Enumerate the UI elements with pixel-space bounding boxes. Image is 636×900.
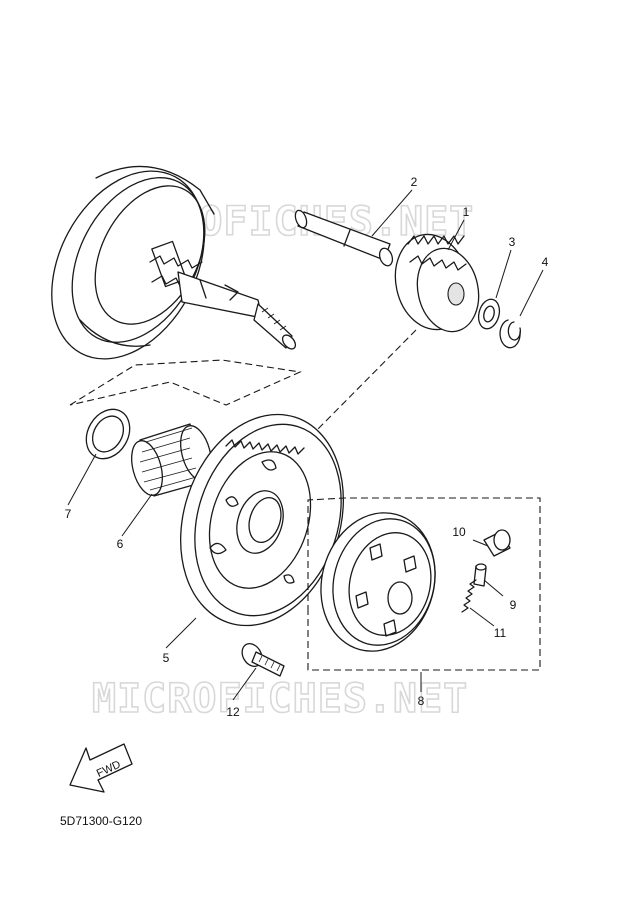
callout-12: 12: [226, 705, 240, 719]
part-2-shaft: [294, 209, 394, 267]
part-11-spring: [461, 579, 477, 613]
part-12-bolt: [241, 643, 285, 677]
part-7-washer: [85, 408, 131, 460]
part-8-clutch-assembly: [320, 512, 436, 652]
part-10-roller: [483, 529, 511, 557]
callout-10: 10: [452, 525, 466, 539]
callout-11: 11: [494, 626, 507, 640]
part-5-starter-gear: [180, 413, 344, 627]
callout-5: 5: [163, 651, 170, 665]
fwd-arrow-icon: FWD: [69, 743, 133, 793]
callout-6: 6: [117, 537, 124, 551]
callout-2: 2: [411, 175, 418, 189]
callout-8: 8: [418, 694, 425, 708]
part-4-circlip: [499, 319, 521, 349]
callout-3: 3: [509, 235, 516, 249]
dashed-link-gear: [314, 329, 417, 433]
rotor-assembly: [51, 165, 297, 360]
callout-4: 4: [542, 255, 549, 269]
callout-9: 9: [510, 598, 517, 612]
callout-7: 7: [65, 507, 72, 521]
part-3-washer: [477, 298, 501, 330]
watermark-bottom: MICROFICHES.NET: [92, 676, 468, 722]
part-9-spring-cap: [473, 563, 487, 587]
diagram-code: 5D71300-G120: [60, 814, 143, 828]
dashed-outline-rotor: [69, 359, 302, 406]
part-8-group-outline: [307, 497, 541, 671]
part-1-idler-gear: [394, 233, 480, 333]
callout-1: 1: [463, 205, 470, 219]
